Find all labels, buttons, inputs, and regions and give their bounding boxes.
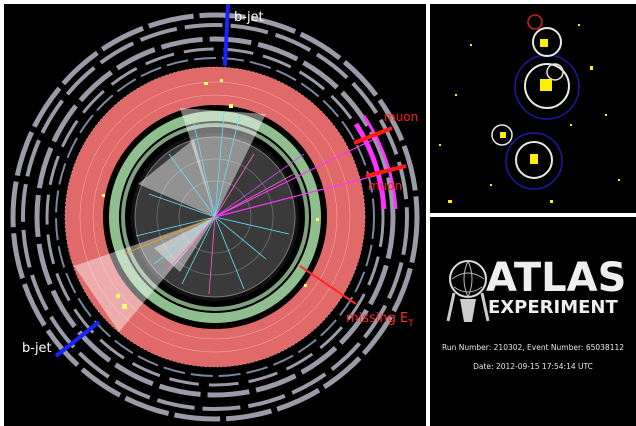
muon-1-label: muon [384,110,418,124]
muon-2-label: muon [368,179,402,193]
muon-tracks [214,138,383,218]
bjet-bottom-arrow [54,320,101,358]
atlas-logo: ATLAS EXPERIMENT [446,255,626,322]
muon-chamber-hits [353,115,398,210]
experiment-info-panel: ATLAS EXPERIMENT Run Number: 210302, Eve… [430,217,636,426]
calorimeter-hits [102,79,319,309]
bjet-bottom-label: b-jet [22,341,52,356]
muon-2-arrow [365,164,407,178]
missing-et-arrow [299,265,357,305]
logo-experiment: EXPERIMENT [488,297,618,318]
run-info: Run Number: 210302, Event Number: 650381… [441,343,625,352]
detector-rphi-view: b-jet b-jet muon muon missing ET [10,4,420,422]
event-display-main: b-jet b-jet muon muon missing ET [4,4,426,426]
jet-cones-calo [491,14,580,190]
bjet-top-arrow [223,4,230,67]
bjet-top-label: b-jet [234,10,264,25]
muon-chambers [10,12,420,422]
missing-et-label: missing ET [346,311,414,329]
eta-phi-view [430,4,636,213]
event-date: Date: 2012-09-15 17:54:14 UTC [473,362,593,371]
logo-atlas: ATLAS [486,255,626,301]
calorimeter-map [439,14,620,203]
muon-1-arrow [353,126,393,145]
jet-cones [74,108,266,332]
calo-cells [439,24,620,203]
tracks [123,111,305,295]
